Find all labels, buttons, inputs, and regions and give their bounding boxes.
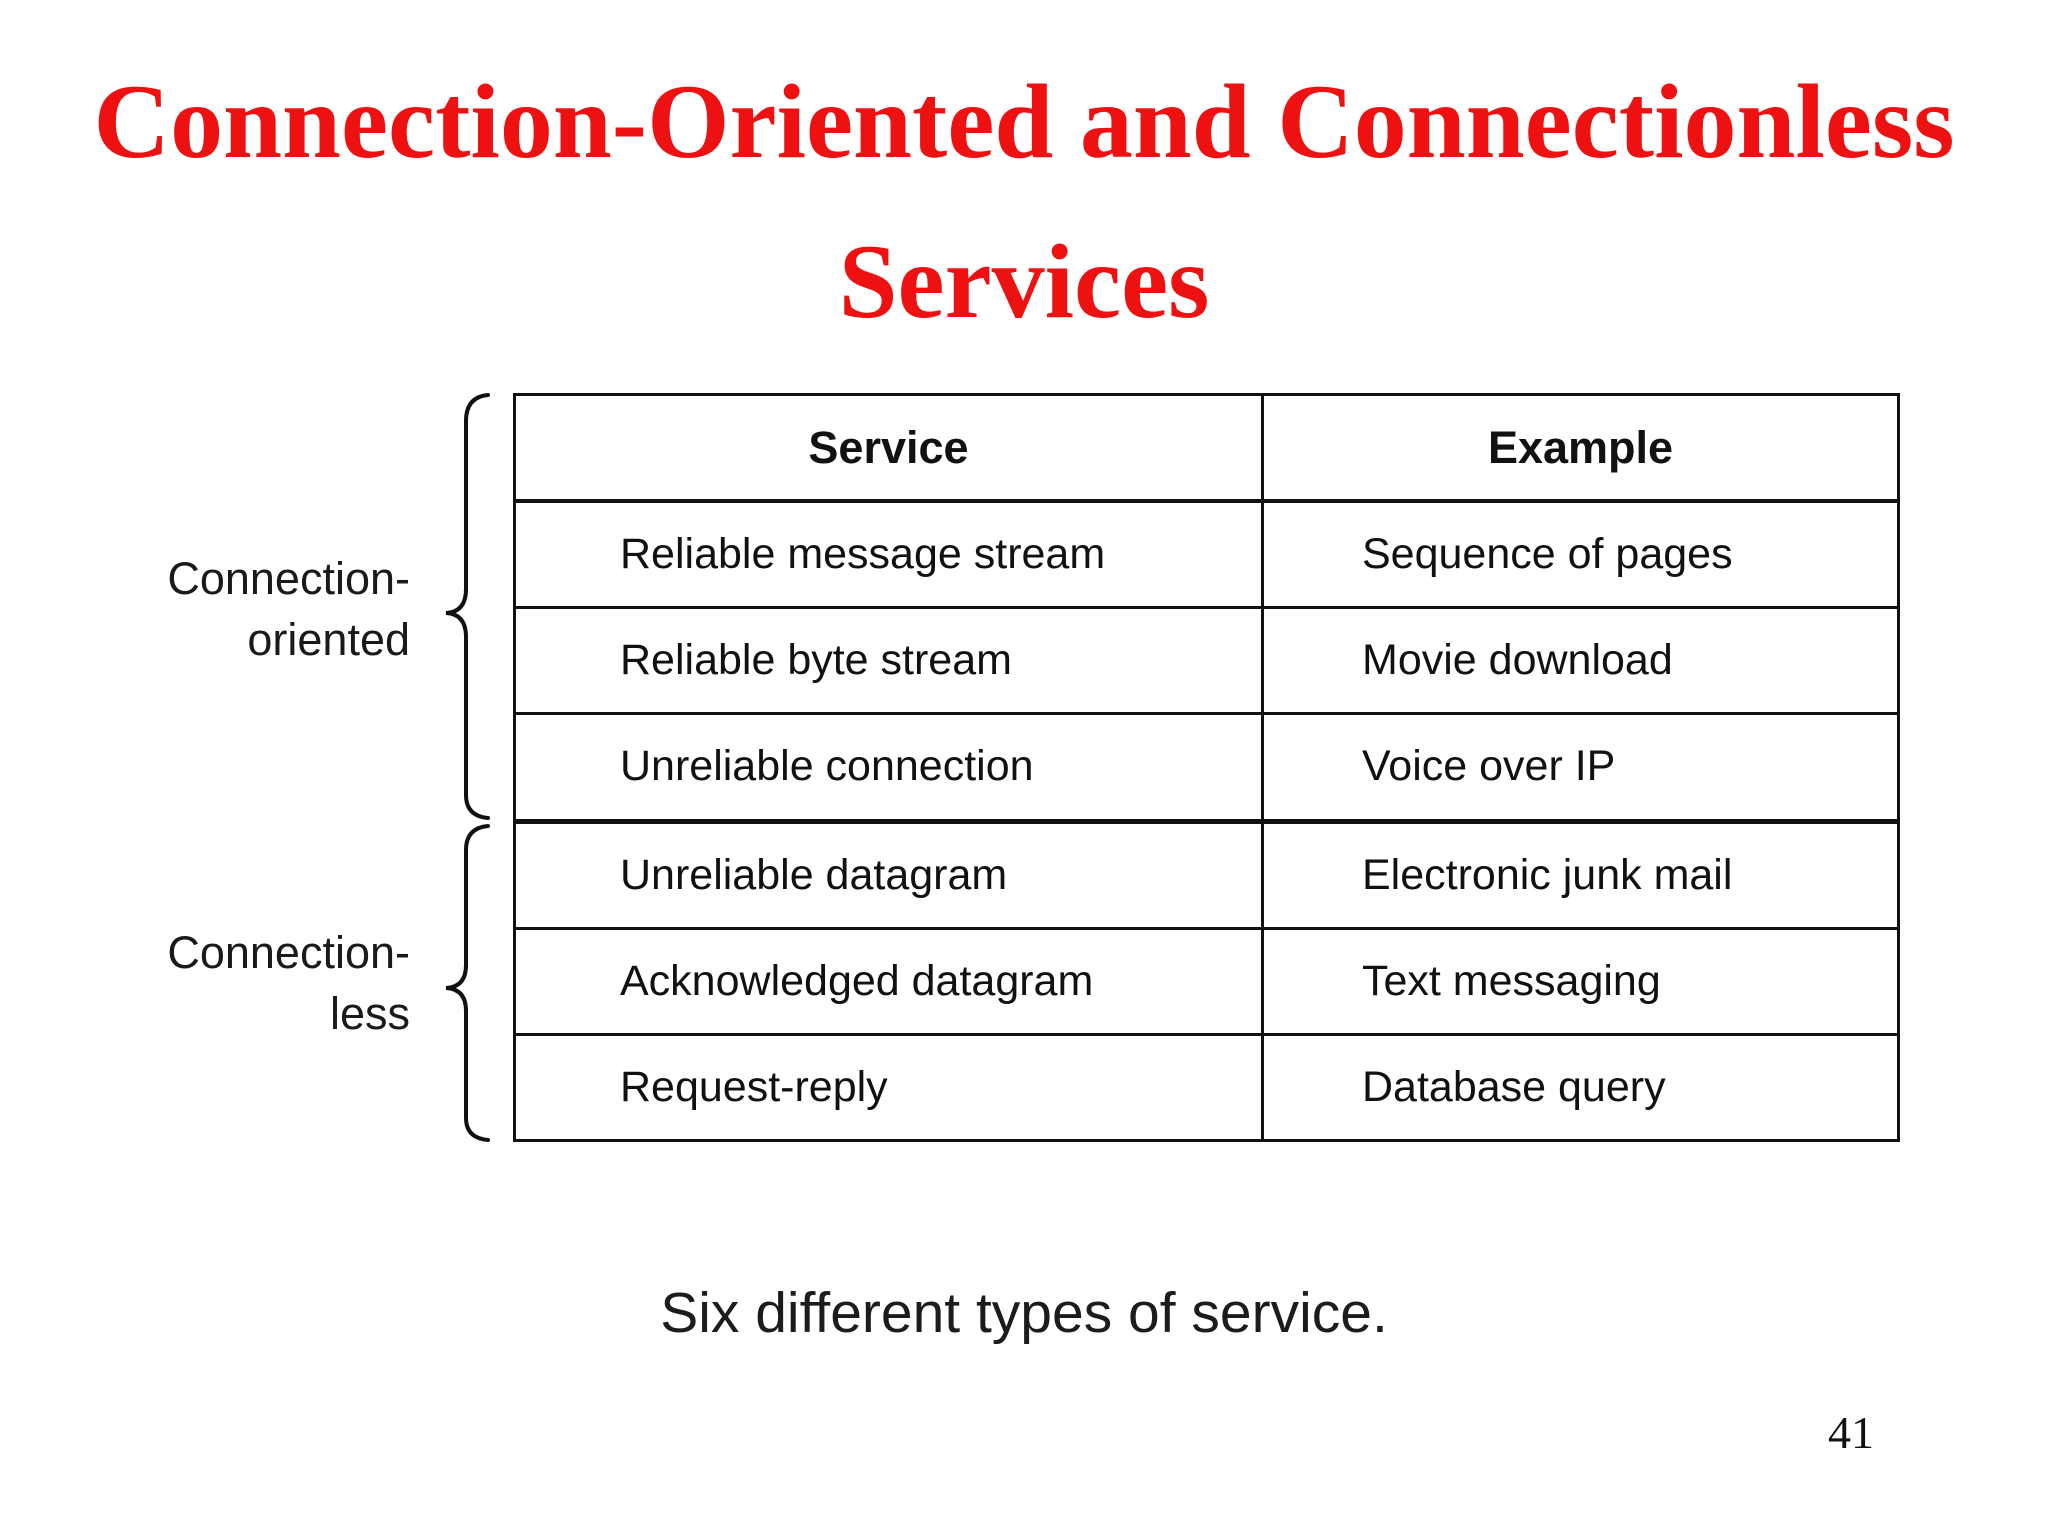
figure-caption: Six different types of service. — [660, 1281, 1388, 1345]
service-cell: Unreliable connection — [516, 715, 1264, 819]
table-row: Acknowledged datagram Text messaging — [516, 926, 1897, 1033]
brace-connectionless — [445, 824, 490, 1142]
group-label-line: less — [329, 988, 410, 1039]
slide-title-line2: Services — [838, 223, 1210, 340]
service-cell: Unreliable datagram — [516, 823, 1264, 927]
example-cell: Database query — [1362, 1062, 1666, 1111]
table-row: Reliable message stream Sequence of page… — [516, 499, 1897, 607]
group-label-connectionless: Connection- less — [100, 922, 410, 1044]
service-cell: Request-reply — [516, 1035, 1264, 1139]
example-cell: Sequence of pages — [1362, 530, 1733, 579]
table-row: Reliable byte stream Movie download — [516, 606, 1897, 713]
brace-connection-oriented — [445, 393, 490, 820]
table-row: Request-reply Database query — [516, 1032, 1897, 1139]
group-label-line: oriented — [247, 614, 410, 665]
page-number: 41 — [1828, 1407, 1874, 1458]
slide-title: Connection-Oriented and Connectionless S… — [0, 42, 2048, 362]
table-header-service: Service — [516, 396, 1264, 500]
table-header-row: Service Example — [516, 396, 1897, 500]
table-row: Unreliable connection Voice over IP — [516, 712, 1897, 819]
table-header-example: Example — [1487, 421, 1674, 473]
group-label-line: Connection- — [167, 553, 410, 604]
example-cell: Text messaging — [1362, 956, 1661, 1005]
service-cell: Reliable message stream — [516, 503, 1264, 607]
example-cell: Movie download — [1362, 636, 1673, 685]
group-label-line: Connection- — [167, 927, 410, 978]
example-cell: Electronic junk mail — [1362, 850, 1733, 899]
group-label-connection-oriented: Connection- oriented — [100, 548, 410, 670]
table-row: Unreliable datagram Electronic junk mail — [516, 818, 1897, 927]
services-table: Service Example Reliable message stream … — [513, 393, 1900, 1142]
slide-title-line1: Connection-Oriented and Connectionless — [93, 63, 1955, 180]
service-cell: Acknowledged datagram — [516, 929, 1264, 1033]
example-cell: Voice over IP — [1362, 742, 1616, 791]
service-cell: Reliable byte stream — [516, 609, 1264, 713]
